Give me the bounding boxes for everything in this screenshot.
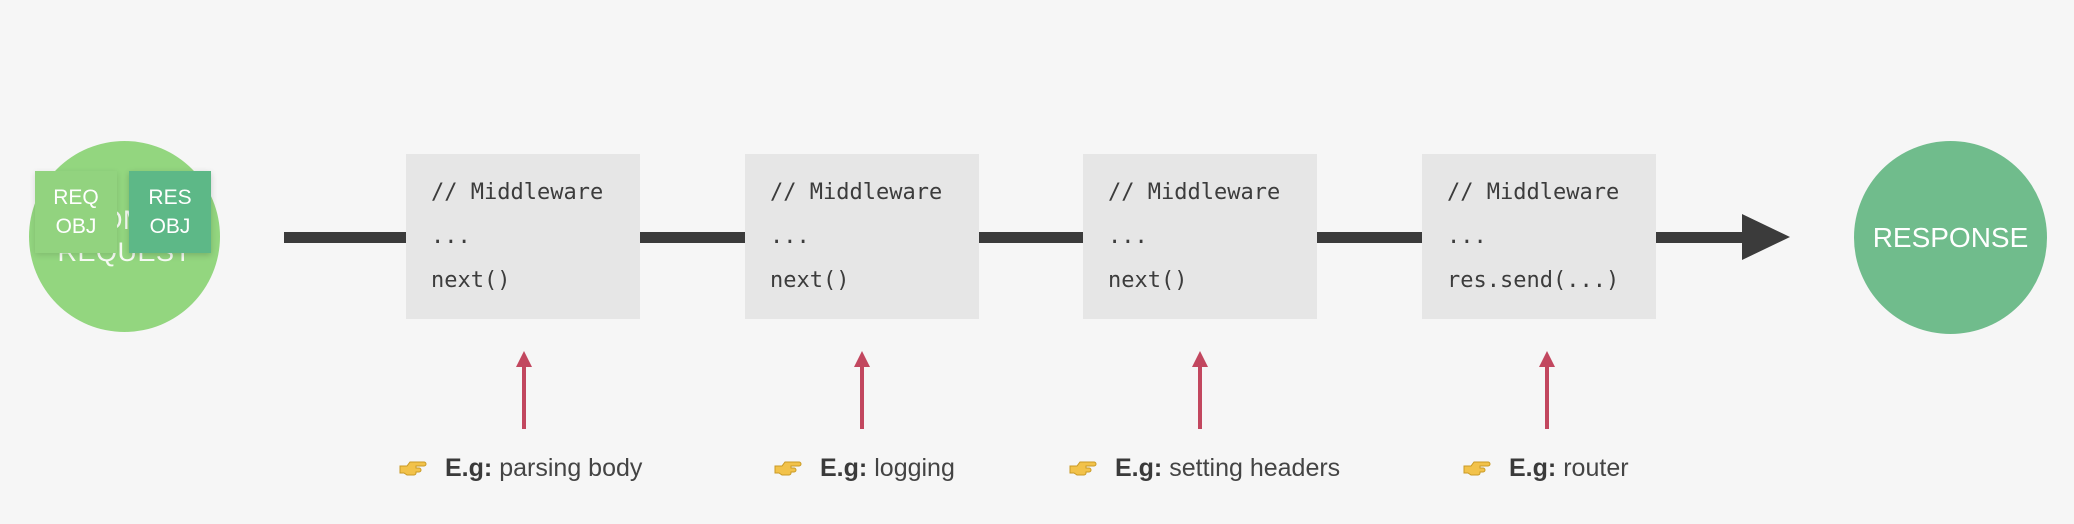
response-circle: RESPONSE bbox=[1854, 141, 2047, 334]
example-prefix: E.g bbox=[1115, 453, 1154, 482]
pointing-hand-icon bbox=[1463, 461, 1491, 476]
middleware-box: // Middleware ... next() bbox=[745, 154, 979, 319]
example-prefix: E.g bbox=[820, 453, 859, 482]
middleware-ellipsis: ... bbox=[431, 224, 471, 249]
middleware-comment: // Middleware bbox=[770, 180, 943, 205]
up-arrow-head bbox=[516, 351, 532, 367]
up-arrow-shaft bbox=[522, 366, 526, 429]
middleware-ellipsis: ... bbox=[1447, 224, 1487, 249]
up-arrow-shaft bbox=[860, 366, 864, 429]
middleware-comment: // Middleware bbox=[1108, 180, 1281, 205]
pointing-hand-icon bbox=[774, 461, 802, 476]
example-text: router bbox=[1563, 453, 1629, 482]
response-label: RESPONSE bbox=[1872, 221, 2029, 253]
up-arrow-head bbox=[1539, 351, 1555, 367]
req-obj-box: REQ OBJ bbox=[35, 171, 117, 253]
res-obj-box: RES OBJ bbox=[129, 171, 211, 253]
pointing-hand-icon bbox=[399, 461, 427, 476]
example-separator: : bbox=[483, 453, 493, 482]
example-caption: E.g: logging bbox=[772, 450, 955, 486]
middleware-ellipsis: ... bbox=[770, 224, 810, 249]
middleware-call: next() bbox=[1108, 268, 1188, 293]
up-arrow-shaft bbox=[1198, 366, 1202, 429]
middleware-comment: // Middleware bbox=[1447, 180, 1620, 205]
example-separator: : bbox=[1547, 453, 1557, 482]
req-obj-line2: OBJ bbox=[55, 215, 97, 238]
middleware-call: next() bbox=[431, 268, 511, 293]
example-caption: E.g: setting headers bbox=[1067, 450, 1340, 486]
middleware-call: res.send(...) bbox=[1447, 268, 1620, 293]
middleware-call: next() bbox=[770, 268, 850, 293]
req-obj-line1: REQ bbox=[53, 186, 99, 209]
example-separator: : bbox=[858, 453, 868, 482]
middleware-ellipsis: ... bbox=[1108, 224, 1148, 249]
example-caption: E.g: parsing body bbox=[397, 450, 642, 486]
example-text: setting headers bbox=[1169, 453, 1341, 482]
middleware-box: // Middleware ... next() bbox=[1083, 154, 1317, 319]
res-obj-line2: OBJ bbox=[149, 215, 191, 238]
example-text: parsing body bbox=[499, 453, 643, 482]
example-text: logging bbox=[874, 453, 955, 482]
example-caption: E.g: router bbox=[1461, 450, 1629, 486]
up-arrow-head bbox=[854, 351, 870, 367]
res-obj-line1: RES bbox=[148, 186, 192, 209]
example-separator: : bbox=[1153, 453, 1163, 482]
middleware-comment: // Middleware bbox=[431, 180, 604, 205]
example-prefix: E.g bbox=[1509, 453, 1548, 482]
middleware-box: // Middleware ... next() bbox=[406, 154, 640, 319]
middleware-box: // Middleware ... res.send(...) bbox=[1422, 154, 1656, 319]
pipeline-arrowhead bbox=[1742, 214, 1790, 260]
pipeline-line bbox=[284, 232, 1758, 243]
up-arrow-shaft bbox=[1545, 366, 1549, 429]
up-arrow-head bbox=[1192, 351, 1208, 367]
pointing-hand-icon bbox=[1069, 461, 1097, 476]
example-prefix: E.g bbox=[445, 453, 484, 482]
